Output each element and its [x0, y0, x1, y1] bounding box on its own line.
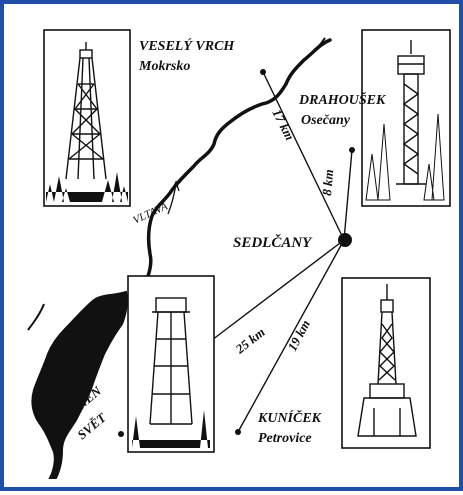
- point-onen-svet: [118, 431, 124, 437]
- tower-card-kunicek: KUNÍČEK Petrovice: [257, 277, 431, 449]
- tower-name-vesely-vrch: VESELÝ VRCH: [139, 37, 235, 54]
- point-vesely-vrch: [260, 69, 266, 75]
- reservoir: [31, 290, 128, 479]
- point-kunicek: [235, 429, 241, 435]
- center-dot: [338, 233, 352, 247]
- vltava-river: [146, 38, 332, 278]
- tower-place-vesely-vrch: Mokrsko: [138, 59, 190, 74]
- trees: [365, 113, 445, 201]
- tower-name-kunicek: KUNÍČEK: [257, 409, 323, 426]
- tower-card-drahousek: DRAHOUŠEK Osečany: [298, 29, 451, 207]
- distance-vesely-vrch: 17 km: [269, 107, 297, 143]
- distance-lines: [211, 71, 353, 433]
- trees: [46, 172, 128, 202]
- point-drahousek: [349, 147, 355, 153]
- tower-name-drahousek: DRAHOUŠEK: [298, 91, 387, 108]
- steel-tower-icon: [357, 284, 417, 437]
- tower-place-drahousek: Osečany: [301, 113, 351, 128]
- center-label: SEDLČANY: [233, 234, 313, 251]
- spiral-tower-icon: [396, 40, 426, 185]
- distance-drahousek: 8 km: [319, 169, 336, 197]
- wooden-tower-icon: [149, 297, 193, 425]
- map-canvas: VLTAVA SEDLČANY 17 km 8 km 25 km 19 km: [27, 29, 451, 479]
- distance-kunicek: 19 km: [284, 317, 313, 353]
- tower-card-vesely-vrch: VESELÝ VRCH Mokrsko: [43, 29, 235, 207]
- distance-onen-svet: 25 km: [232, 324, 268, 357]
- trees: [132, 410, 210, 448]
- lattice-tower-icon: [65, 42, 107, 180]
- tower-place-kunicek: Petrovice: [258, 431, 312, 446]
